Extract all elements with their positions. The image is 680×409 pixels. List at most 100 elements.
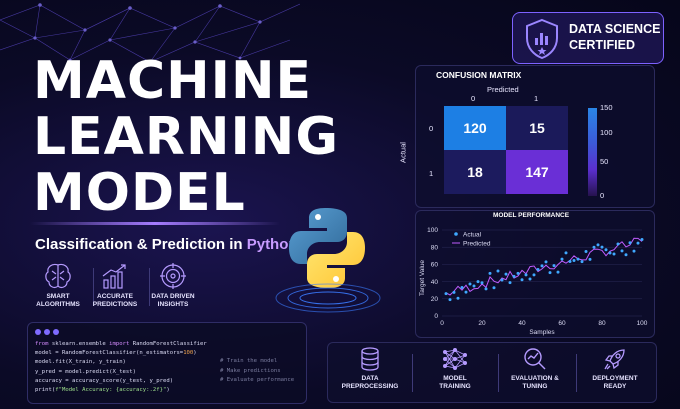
actual-point bbox=[516, 271, 520, 275]
target-icon bbox=[160, 263, 186, 289]
headline-line-3: MODEL bbox=[33, 163, 246, 223]
cm-col-label-0: 0 bbox=[471, 94, 476, 103]
code-line-4: y_pred = model.predict(X_test) bbox=[35, 368, 137, 375]
step-label-1: EVALUATION & bbox=[511, 375, 559, 382]
actual-point bbox=[624, 253, 628, 257]
cm-col-label-1: 1 bbox=[534, 94, 539, 103]
actual-point bbox=[552, 264, 556, 268]
step-divider bbox=[498, 354, 499, 392]
performance-y-axis-label: Target Value bbox=[419, 260, 426, 296]
neural-network-icon bbox=[443, 348, 467, 370]
x-tick-label: 60 bbox=[558, 320, 566, 327]
actual-point bbox=[528, 277, 532, 281]
step-evaluation-tuning: EVALUATION &TUNING bbox=[500, 347, 570, 391]
feature-label-2: ALGORITHMS bbox=[36, 301, 80, 309]
actual-point bbox=[484, 287, 488, 291]
subtitle-prefix: Classification & Prediction in bbox=[35, 236, 247, 253]
actual-point bbox=[496, 269, 500, 273]
cm-cell-tp: 147 bbox=[506, 150, 568, 194]
actual-point bbox=[452, 290, 456, 294]
feature-divider bbox=[149, 268, 150, 306]
code-line-1: from sklearn.ensemble import RandomFores… bbox=[35, 341, 207, 347]
actual-point bbox=[612, 252, 616, 256]
code-comment: # Make predictions bbox=[220, 367, 281, 374]
x-tick-label: 100 bbox=[637, 320, 648, 327]
actual-point bbox=[488, 271, 492, 275]
feature-divider bbox=[93, 268, 94, 306]
y-tick-label: 40 bbox=[431, 279, 439, 286]
magnifier-chart-icon bbox=[524, 348, 546, 370]
actual-point bbox=[540, 264, 544, 268]
x-tick-label: 20 bbox=[478, 320, 486, 327]
actual-point bbox=[592, 245, 596, 249]
x-tick-label: 0 bbox=[440, 320, 444, 327]
actual-point bbox=[460, 285, 464, 289]
actual-point bbox=[568, 260, 572, 264]
badge-line-2: CERTIFIED bbox=[569, 37, 635, 52]
code-comment: # Train the model bbox=[220, 358, 278, 364]
x-tick-label: 80 bbox=[598, 320, 606, 327]
actual-point bbox=[616, 242, 620, 246]
y-tick-label: 60 bbox=[431, 262, 439, 269]
y-tick-label: 80 bbox=[431, 244, 439, 251]
actual-point bbox=[604, 248, 608, 252]
actual-point bbox=[456, 296, 460, 300]
rocket-icon bbox=[604, 349, 625, 370]
actual-point bbox=[632, 249, 636, 253]
colorbar-tick: 150 bbox=[600, 103, 613, 112]
network-decoration bbox=[0, 3, 300, 64]
code-snippet-panel bbox=[27, 322, 307, 404]
feature-label-1: DATA DRIVEN bbox=[151, 293, 195, 300]
step-divider bbox=[412, 354, 413, 392]
code-block: from sklearn.ensemble import RandomFores… bbox=[35, 340, 207, 395]
actual-point bbox=[580, 260, 584, 264]
step-label-2: READY bbox=[603, 383, 627, 391]
y-tick-label: 20 bbox=[431, 296, 439, 303]
step-label-2: PREPROCESSING bbox=[341, 383, 399, 391]
actual-point bbox=[444, 292, 448, 296]
x-tick-label: 40 bbox=[518, 320, 526, 327]
actual-point bbox=[584, 250, 588, 254]
code-comment: # Evaluate performance bbox=[220, 376, 295, 383]
cm-row-label-1: 1 bbox=[429, 169, 434, 178]
performance-x-axis-label: Samples bbox=[529, 329, 555, 336]
python-logo-icon bbox=[289, 208, 365, 288]
actual-point bbox=[472, 284, 476, 288]
code-line-3: model.fit(X_train, y_train) bbox=[35, 359, 126, 366]
feature-label-2: INSIGHTS bbox=[157, 301, 189, 309]
bar-chart-growth-icon bbox=[102, 264, 126, 289]
y-tick-label: 100 bbox=[427, 227, 438, 234]
actual-point bbox=[468, 282, 472, 286]
feature-label-1: SMART bbox=[46, 293, 70, 300]
actual-point bbox=[476, 280, 480, 284]
actual-point bbox=[448, 298, 452, 302]
code-line-2: model = RandomForestClassifier(n_estimat… bbox=[35, 350, 197, 357]
step-label-1: DEPLOYMENT bbox=[592, 375, 638, 382]
colorbar-tick: 100 bbox=[600, 128, 613, 137]
headline-line-1: MACHINE bbox=[33, 51, 313, 111]
brain-circuit-icon bbox=[45, 263, 71, 288]
code-line-5: accuracy = accuracy_score(y_test, y_pred… bbox=[35, 377, 174, 384]
actual-point bbox=[532, 273, 536, 277]
feature-label-2: PREDICTIONS bbox=[92, 301, 138, 309]
cm-cell-tn: 120 bbox=[444, 106, 506, 150]
actual-point bbox=[492, 286, 496, 290]
confusion-matrix-title: CONFUSION MATRIX bbox=[436, 70, 522, 80]
cm-x-axis-label: Predicted bbox=[487, 85, 519, 94]
actual-point bbox=[628, 241, 632, 245]
step-divider bbox=[576, 354, 577, 392]
pipeline-steps-panel bbox=[327, 342, 657, 403]
cm-row-label-0: 0 bbox=[429, 124, 434, 133]
actual-point bbox=[524, 273, 528, 277]
window-dot bbox=[44, 329, 50, 335]
step-label-1: DATA bbox=[361, 375, 379, 382]
window-dot bbox=[53, 329, 59, 335]
badge-line-1: DATA SCIENCE bbox=[569, 22, 661, 36]
